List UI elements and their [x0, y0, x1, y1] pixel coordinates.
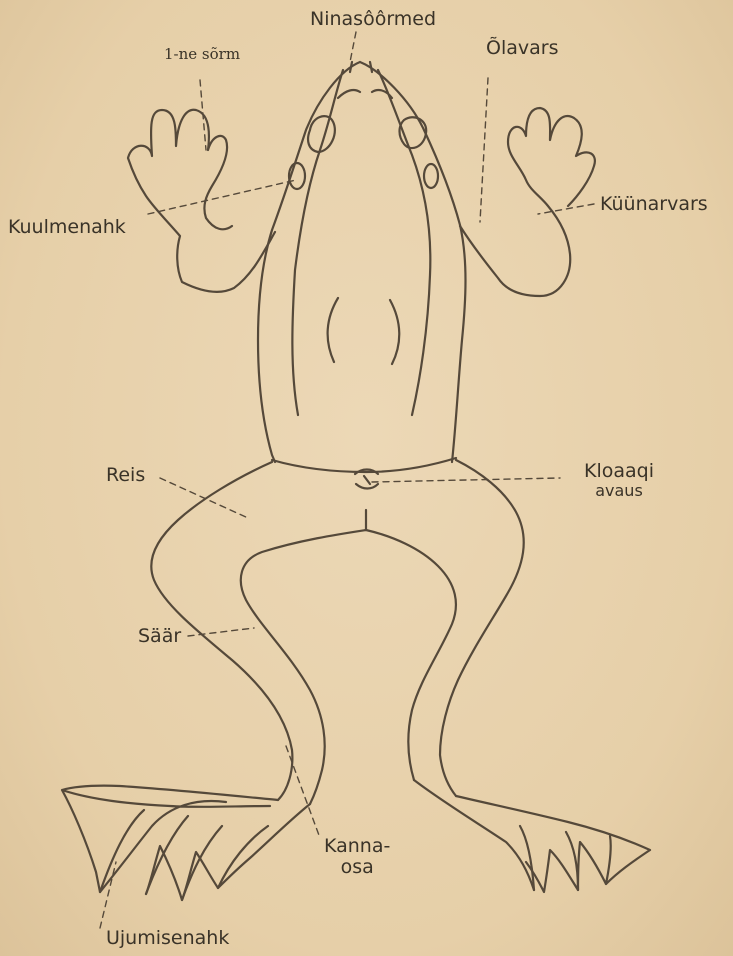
right-arm	[460, 108, 595, 296]
label-thigh: Reis	[106, 465, 145, 486]
frog-body-outline	[258, 62, 466, 462]
right-toe-lines	[520, 826, 611, 890]
left-foot	[62, 786, 310, 900]
label-nostrils: Ninasôôrmed	[310, 9, 436, 30]
label-shin: Säär	[138, 626, 181, 647]
left-arm	[128, 110, 275, 292]
left-leg	[151, 462, 366, 804]
leader-thigh	[160, 478, 248, 518]
label-heel-line2: osa	[324, 857, 390, 878]
label-upper-arm: Õlavars	[486, 38, 558, 59]
leader-nostrils	[350, 32, 356, 62]
leader-first-finger	[200, 80, 206, 150]
label-heel: Kanna- osa	[324, 836, 390, 878]
leader-lines	[100, 32, 594, 928]
left-toe-lines	[100, 810, 268, 900]
label-web: Ujumisenahk	[106, 928, 229, 949]
leader-eardrum	[148, 180, 296, 214]
belly-marks	[328, 298, 400, 364]
label-eardrum: Kuulmenahk	[8, 217, 126, 238]
right-leg	[366, 460, 524, 796]
label-cloaca: Kloaaqi avaus	[584, 461, 654, 499]
label-forearm: Küünarvars	[600, 194, 708, 215]
label-heel-line1: Kanna-	[324, 836, 390, 857]
label-first-finger: 1-ne sõrm	[164, 46, 240, 63]
leader-cloaca	[372, 478, 560, 482]
leader-upper-arm	[480, 78, 488, 222]
label-cloaca-line1: Kloaaqi	[584, 461, 654, 482]
label-cloaca-line2: avaus	[584, 482, 654, 500]
